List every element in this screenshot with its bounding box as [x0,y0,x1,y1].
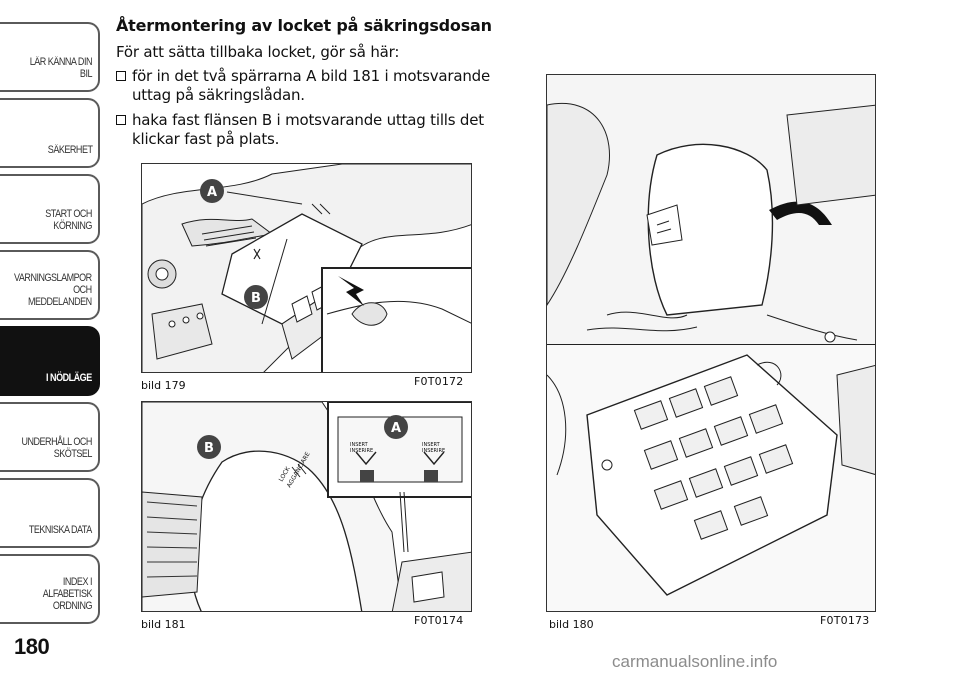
svg-text:INSERIRE: INSERIRE [422,448,445,454]
chapter-sidebar: LÄR KÄNNA DIN BIL SÄKERHET START OCH KÖR… [0,0,100,630]
callout-b: B [251,291,261,306]
tab-lar-kanna-din-bil[interactable]: LÄR KÄNNA DIN BIL [0,22,100,92]
svg-text:INSERT: INSERT [422,442,441,448]
step-list: för in det två spärrarna A bild 181 i mo… [116,67,506,149]
intro-text: För att sätta tillbaka locket, gör så hä… [116,43,400,61]
checkbox-bullet-icon [116,71,126,81]
fuse-box-open-illustration [547,75,875,611]
tab-varningslampor[interactable]: VARNINGSLAMPOR OCH MEDDELANDEN [0,250,100,320]
list-item: för in det två spärrarna A bild 181 i mo… [116,67,506,105]
tab-tekniska-data[interactable]: TEKNISKA DATA [0,478,100,548]
figure-179: A B [141,163,472,373]
checkbox-bullet-icon [116,115,126,125]
tab-i-nodlage[interactable]: I NÖDLÄGE [0,326,100,396]
figure-181: INSERT INSERIRE INSERT INSERIRE LOCK AGG… [141,401,472,612]
watermark: carmanualsonline.info [612,652,778,671]
callout-a: A [207,185,217,200]
page-number: 180 [14,634,50,659]
callout-b: B [204,441,214,456]
figure-179-code: F0T0172 [414,375,464,388]
figure-179-caption: bild 179 [141,379,186,392]
figure-181-caption: bild 181 [141,618,186,631]
instruction-section: Återmontering av locket på säkringsdosan… [116,16,506,155]
figure-180-caption: bild 180 [549,618,594,631]
tab-sakerhet[interactable]: SÄKERHET [0,98,100,168]
figure-180-code: F0T0173 [820,614,870,627]
svg-text:INSERIRE: INSERIRE [350,448,373,454]
figure-181-code: F0T0174 [414,614,464,627]
tab-underhall-och-skotsel[interactable]: UNDERHÅLL OCH SKÖTSEL [0,402,100,472]
fuse-box-cover-illustration: A B [142,164,471,372]
figure-180 [546,74,876,612]
callout-a: A [391,421,401,436]
fuse-box-latch-illustration: INSERT INSERIRE INSERT INSERIRE LOCK AGG… [142,402,471,611]
svg-text:INSERT: INSERT [350,442,369,448]
list-item: haka fast flänsen B i motsvarande uttag … [116,111,506,149]
section-heading: Återmontering av locket på säkringsdosan [116,16,492,35]
tab-start-och-korning[interactable]: START OCH KÖRNING [0,174,100,244]
tab-index[interactable]: INDEX I ALFABETISK ORDNING [0,554,100,624]
